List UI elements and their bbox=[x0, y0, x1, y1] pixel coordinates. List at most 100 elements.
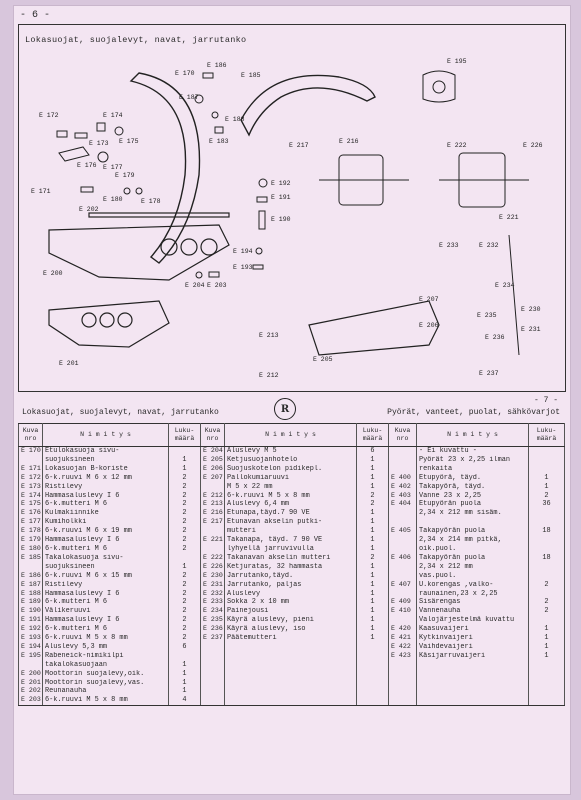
cell-name: raunainen,23 x 2,25 bbox=[416, 589, 529, 599]
cell-qty: 2 bbox=[168, 589, 201, 599]
cell-name: Moottorin suojalevy,vas. bbox=[42, 678, 169, 688]
cell-name: Pyörät 23 x 2,25 ilman bbox=[416, 455, 529, 465]
cell-name: U.korengas ,valko- bbox=[416, 580, 529, 590]
cell-name: Kulmakiinnike bbox=[42, 509, 169, 519]
callout-label: E 193 bbox=[233, 264, 253, 271]
cell-qty bbox=[528, 544, 565, 554]
cell-code: E 235 bbox=[200, 616, 225, 626]
callout-label: E 178 bbox=[141, 198, 161, 205]
cell-name: oik.puol. bbox=[416, 544, 529, 554]
cell-qty: 18 bbox=[528, 527, 565, 537]
cell-qty bbox=[528, 464, 565, 474]
cell-code: E 213 bbox=[200, 500, 225, 510]
cell-qty: 2 bbox=[528, 491, 565, 501]
table-header-row: Kuva nro N i m i t y s Luku- määrä Kuva … bbox=[18, 423, 565, 447]
cell-qty bbox=[528, 446, 565, 456]
cell-qty bbox=[528, 589, 565, 599]
cell-qty: 2 bbox=[168, 625, 201, 635]
cell-code bbox=[200, 696, 225, 707]
cell-code: E 410 bbox=[388, 607, 417, 617]
cell-code: E 221 bbox=[200, 536, 225, 545]
cell-name: Hammasaluslevy I 6 bbox=[42, 536, 169, 545]
bracket-e176 bbox=[58, 146, 90, 162]
cell-qty: 2 bbox=[168, 500, 201, 510]
cell-qty: 2 bbox=[168, 616, 201, 626]
cell-qty: 2 bbox=[356, 553, 389, 563]
col-kuva: Kuva nro bbox=[18, 423, 43, 447]
cell-qty bbox=[356, 660, 389, 670]
cell-name: Aluslevy bbox=[224, 589, 357, 599]
cell-code: E 405 bbox=[388, 527, 417, 537]
cell-name: mutteri bbox=[224, 527, 357, 537]
cell-code: E 422 bbox=[388, 642, 417, 652]
cell-code: E 195 bbox=[18, 651, 43, 661]
cell-code: E 207 bbox=[200, 473, 225, 483]
callout-label: E 172 bbox=[39, 112, 59, 119]
cell-qty: 2 bbox=[168, 598, 201, 608]
cell-code bbox=[200, 678, 225, 688]
col-nimitys: N i m i t y s bbox=[224, 423, 357, 447]
callout-label: E 204 bbox=[185, 282, 205, 289]
cell-name bbox=[224, 696, 357, 707]
cell-qty: 1 bbox=[356, 473, 389, 483]
cell-qty: 36 bbox=[528, 500, 565, 510]
cell-code: E 216 bbox=[200, 509, 225, 519]
cell-qty: 4 bbox=[168, 696, 201, 707]
engine-guard-left-e201 bbox=[48, 300, 170, 348]
cell-qty bbox=[528, 509, 565, 519]
callout-label: E 216 bbox=[339, 138, 359, 145]
callout-label: E 183 bbox=[209, 138, 229, 145]
cell-qty bbox=[528, 455, 565, 465]
cell-name: suojuksineen bbox=[42, 562, 169, 572]
cell-qty: 1 bbox=[356, 527, 389, 537]
col-nimitys: N i m i t y s bbox=[416, 423, 529, 447]
cell-name: Moottorin suojalevy,oik. bbox=[42, 669, 169, 679]
cell-name: 2,34 x 212 mm bbox=[416, 562, 529, 572]
cell-name: Kumiholkki bbox=[42, 518, 169, 528]
cell-code bbox=[388, 660, 417, 670]
hardware-e183 bbox=[214, 126, 224, 134]
cell-qty: 1 bbox=[168, 678, 201, 688]
cell-code bbox=[388, 678, 417, 688]
cell-name: Jarrutanko, paljas bbox=[224, 580, 357, 590]
cell-name: Hammasaluslevy I 6 bbox=[42, 491, 169, 501]
cell-code bbox=[200, 527, 225, 537]
cell-name: Takapyörä, täyd. bbox=[416, 482, 529, 492]
cell-name: Ristilevy bbox=[42, 482, 169, 492]
cell-code: E 192 bbox=[18, 625, 43, 635]
cell-name: Käyrä aluslevy, pieni bbox=[224, 616, 357, 626]
cell-code bbox=[388, 518, 417, 528]
hardware-e204 bbox=[195, 271, 203, 279]
cell-qty bbox=[528, 518, 565, 528]
cell-name: Vaihdevaijeri bbox=[416, 642, 529, 652]
cell-name bbox=[224, 669, 357, 679]
callout-label: E 212 bbox=[259, 372, 279, 379]
cell-name: renkaita bbox=[416, 464, 529, 474]
cell-qty: 1 bbox=[528, 651, 565, 661]
cell-qty bbox=[168, 553, 201, 563]
cell-name bbox=[416, 696, 529, 707]
cell-name: Pallokumiaruuvi bbox=[224, 473, 357, 483]
cell-code: E 404 bbox=[388, 500, 417, 510]
exploded-diagram-frame: Lokasuojat, suojalevyt, navat, jarrutank… bbox=[18, 24, 566, 392]
cell-name: Kaasuvaijeri bbox=[416, 625, 529, 635]
cell-qty: 1 bbox=[528, 473, 565, 483]
cell-qty: 1 bbox=[528, 634, 565, 643]
page-number-top: - 6 - bbox=[20, 10, 51, 21]
cell-name: Kytkinvaijeri bbox=[416, 634, 529, 643]
spacer-e190 bbox=[258, 210, 266, 230]
hardware-e203 bbox=[208, 271, 220, 278]
hardware-e179 bbox=[123, 187, 131, 195]
cell-qty bbox=[528, 571, 565, 581]
cell-name: - Ei kuvattu - bbox=[416, 446, 529, 456]
cell-qty bbox=[528, 660, 565, 670]
cell-name: Välikeruuvi bbox=[42, 607, 169, 617]
cell-code: E 185 bbox=[18, 553, 43, 563]
